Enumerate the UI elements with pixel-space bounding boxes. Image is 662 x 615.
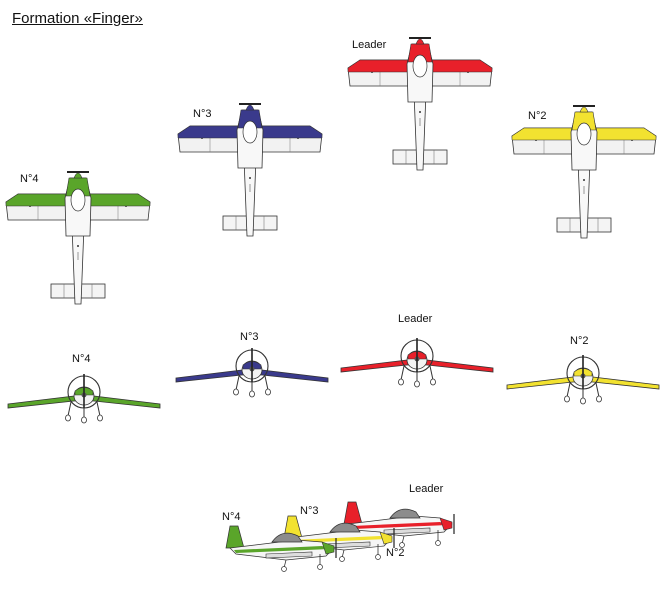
aircraft-leader-front <box>340 337 494 388</box>
aircraft-no2-top <box>511 105 657 239</box>
aircraft-no3-top <box>177 103 323 237</box>
label-no4-front: N°4 <box>72 353 90 365</box>
label-no4-top: N°4 <box>20 173 38 185</box>
aircraft-no4-side <box>225 525 337 573</box>
label-no3-top: N°3 <box>193 108 211 120</box>
aircraft-no2-front <box>506 354 660 405</box>
page-title: Formation «Finger» <box>12 10 143 27</box>
label-no2-front: N°2 <box>570 335 588 347</box>
aircraft-leader-top <box>347 37 493 171</box>
label-no4-side: N°4 <box>222 511 240 523</box>
label-no2-side: N°2 <box>386 547 404 559</box>
label-leader-side: Leader <box>409 483 444 495</box>
aircraft-no3-front <box>175 347 329 398</box>
aircraft-no4-front <box>7 373 161 424</box>
label-leader-top: Leader <box>352 39 387 51</box>
label-leader-front: Leader <box>398 313 433 325</box>
aircraft-no4-top <box>5 171 151 305</box>
label-no3-side: N°3 <box>300 505 318 517</box>
top-view: Leader N°2 N°3 N°4 <box>5 37 657 305</box>
label-no2-top: N°2 <box>528 110 546 122</box>
side-view: Leader N°3 N°2 N°4 <box>222 483 455 573</box>
label-no3-front: N°3 <box>240 331 258 343</box>
front-view: Leader N°2 N°3 N°4 <box>7 313 660 424</box>
